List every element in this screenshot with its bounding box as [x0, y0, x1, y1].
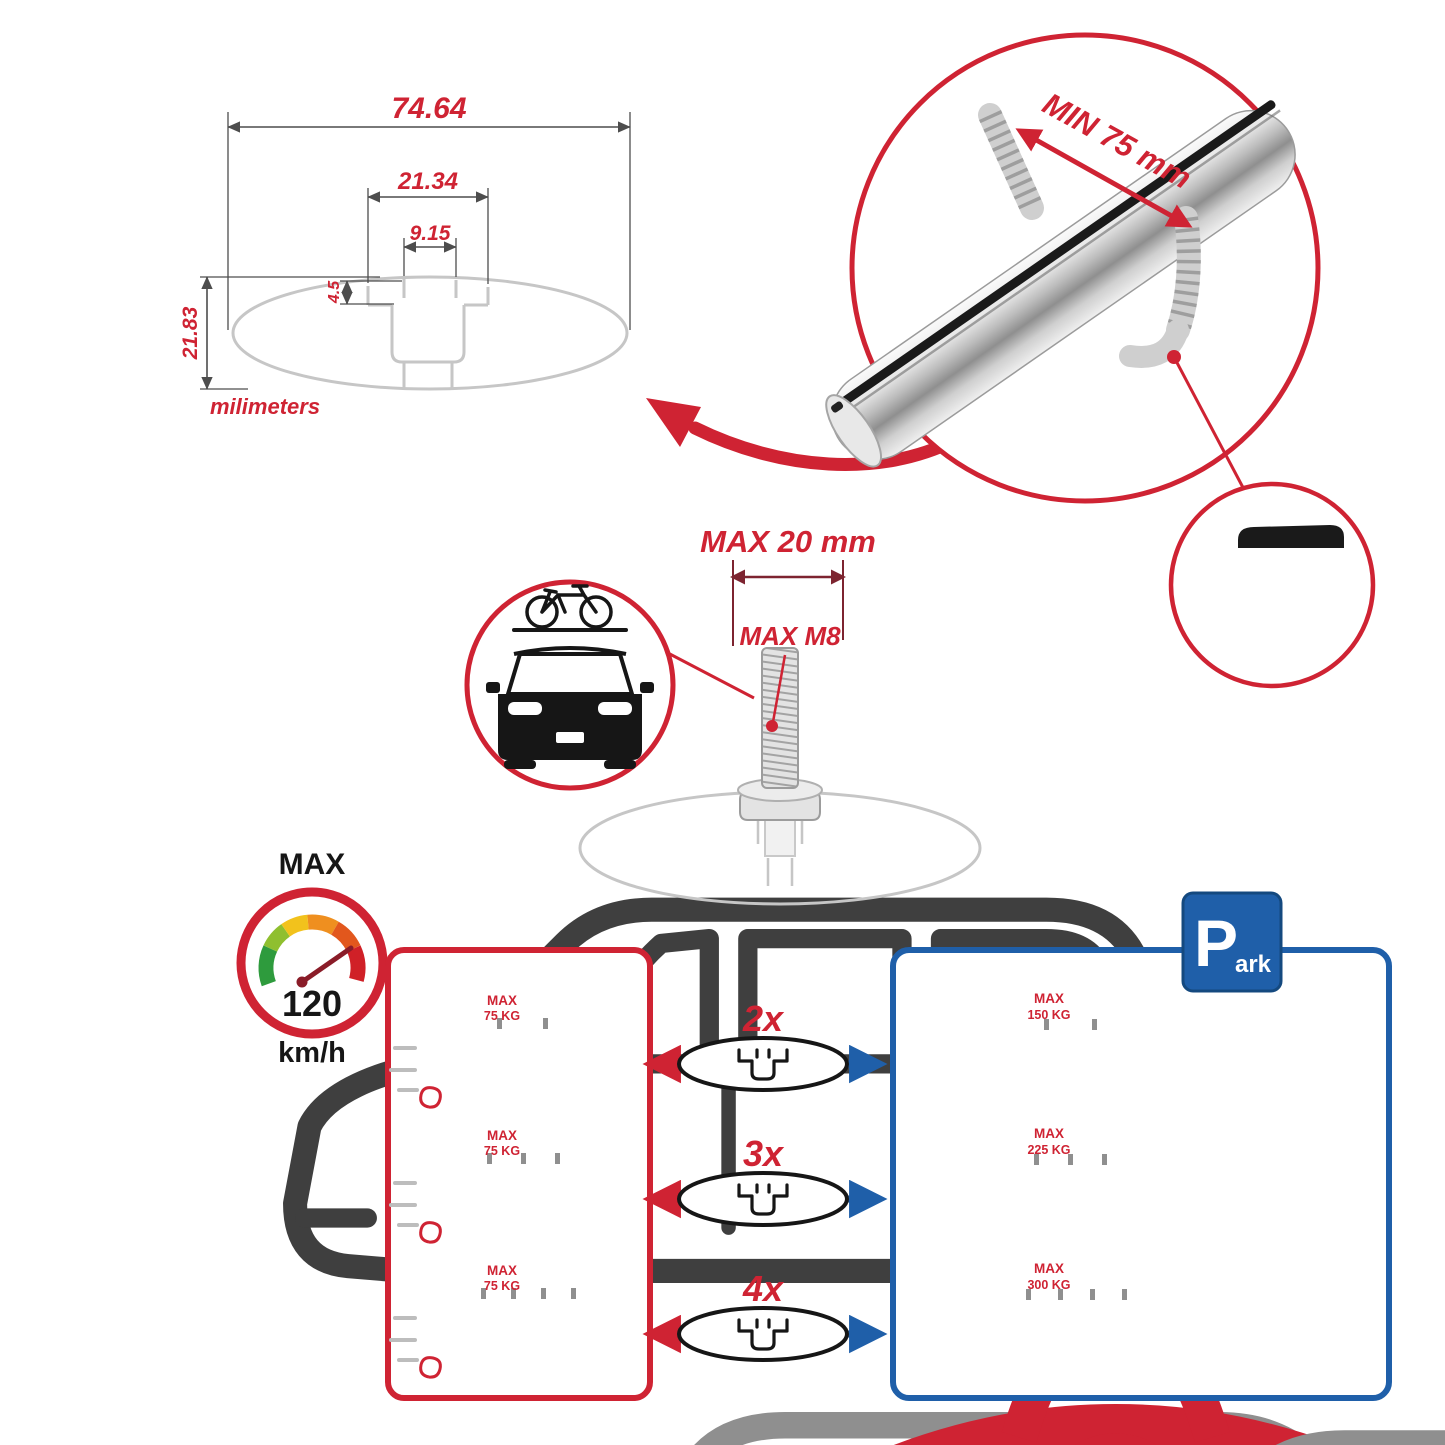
speed-max-label: MAX: [279, 848, 346, 881]
car-front-icon: [486, 646, 654, 769]
leader-dot: [766, 720, 778, 732]
parking-suffix: ark: [1235, 951, 1272, 978]
leader-line: [1172, 356, 1250, 498]
parking-letter: P: [1194, 906, 1238, 980]
driving-car-1: MAX 75 KG: [389, 993, 1445, 1445]
callout-arrow: [646, 398, 962, 471]
cargo-weight-label: 300 KG: [1027, 1278, 1070, 1292]
dim-total-width: 74.64: [391, 92, 466, 125]
red-panel-border: [385, 947, 653, 1401]
driving-car-2: MAX 75 KG: [389, 1128, 560, 1244]
exhaust-scribble: [419, 1221, 442, 1244]
crossbar-detail-circle: MIN 75 mm: [825, 32, 1321, 504]
bolt-diagram: MAX 20 mm MAX M8: [578, 524, 982, 906]
count-label: 4x: [742, 1268, 785, 1309]
cargo-max-label: MAX: [1034, 1261, 1064, 1276]
speed-value: 120: [282, 983, 342, 1024]
speed-unit: km/h: [278, 1037, 346, 1069]
count-row-3: 4x: [642, 1268, 888, 1362]
driving-car-3: MAX 75 KG: [389, 1263, 576, 1379]
motion-lines: [389, 1181, 419, 1227]
u-bolt-front-icon: [1119, 206, 1201, 368]
roofbox-icon: [1238, 525, 1344, 548]
count-row-1: 2x: [642, 998, 888, 1092]
dim-height: 21.83: [179, 306, 202, 360]
leader-line: [771, 654, 787, 723]
dim-slot-width: 9.15: [410, 222, 451, 245]
count-label: 3x: [743, 1133, 785, 1174]
cargo-weight-label: 225 KG: [1027, 1143, 1070, 1157]
needle-pivot: [296, 976, 308, 988]
parked-car-2: MAX 225 KG: [1027, 1126, 1107, 1165]
blue-panel-border: [890, 947, 1392, 1401]
parked-car-3: MAX 300 KG: [1026, 1261, 1127, 1300]
speed-badge-circle: [236, 887, 388, 1039]
motion-lines: [389, 1316, 419, 1362]
roofbox-circle-border: [1168, 481, 1376, 689]
cargo-max-label: MAX: [487, 1263, 517, 1278]
cargo-weight-label: 75 KG: [484, 1279, 520, 1293]
parking-sign-board: [1181, 891, 1283, 993]
count-row-2: 3x: [642, 1133, 888, 1227]
unit-label: milimeters: [210, 394, 320, 419]
t-bolt-icon: [737, 647, 823, 857]
parking-sign: P ark: [1181, 891, 1283, 993]
driving-capacity-panel: MAX 75 KG MAX 75 KG MAX 75 KG: [385, 947, 1445, 1445]
arrowhead: [646, 398, 701, 447]
bolt-thread-label: MAX M8: [739, 621, 841, 651]
bolt-length-label: MAX 20 mm: [700, 524, 876, 559]
cargo-weight-label: 75 KG: [484, 1144, 520, 1158]
speedometer-needle: [299, 945, 354, 985]
dim-channel-width: 21.34: [397, 168, 458, 195]
cargo-weight-label: 75 KG: [484, 1009, 520, 1023]
exhaust-scribble: [419, 1086, 442, 1109]
crossbar-section-icon: [677, 1171, 849, 1227]
speed-limit-badge: MAX 120 km/h: [236, 848, 388, 1069]
cargo-max-label: MAX: [1034, 991, 1064, 1006]
parked-car-1: MAX 150 KG: [1027, 991, 1445, 1445]
dim-lip-depth: 4.5: [326, 280, 343, 304]
cargo-max-label: MAX: [1034, 1126, 1064, 1141]
extension-lines-total: [227, 112, 631, 330]
extension-lines-channel: [367, 188, 489, 284]
extension-lines-lip: [340, 280, 402, 305]
cargo-max-label: MAX: [487, 1128, 517, 1143]
car-front-circle: [464, 579, 755, 791]
count-label: 2x: [742, 998, 785, 1039]
parked-capacity-panel: MAX 150 KG MAX 225 KG MAX 300 KG P ark: [890, 891, 1445, 1445]
min-clearance-arrow: [1015, 128, 1193, 228]
roofbox-suv-circle: [295, 481, 1376, 1348]
exhaust-scribble: [419, 1356, 442, 1379]
crossbar-section-icon: [677, 1036, 849, 1092]
profile-cross-section-icon: [231, 275, 629, 391]
crossbar-count-rows: 2x 3x 4x: [642, 998, 888, 1362]
cross-section-drawing: 74.64 21.34 9.15 21.83 4.5 milimeters: [179, 92, 631, 419]
crossbar-section-icon: [677, 1306, 849, 1362]
cargo-weight-label: 150 KG: [1027, 1008, 1070, 1022]
motion-lines: [389, 1046, 419, 1092]
leader-line: [665, 650, 755, 700]
bicycle-icon: [512, 584, 628, 632]
cargo-max-label: MAX: [487, 993, 517, 1008]
